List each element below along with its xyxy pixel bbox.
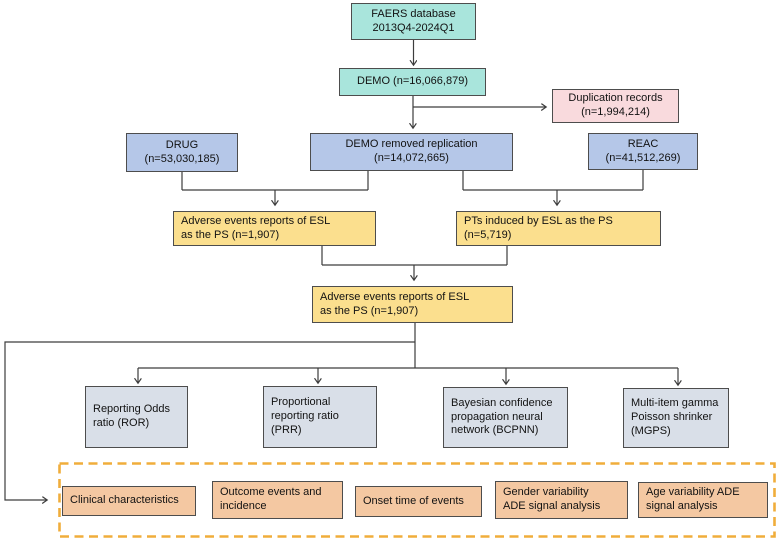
node-bcpnn-label: Bayesian confidence propagation neural n… [451, 396, 553, 437]
node-adverse-events-esl-ps-combined: Adverse events reports of ESL as the PS … [312, 286, 513, 323]
node-onset-time: Onset time of events [355, 486, 482, 517]
node-duplication-records: Duplication records (n=1,994,214) [552, 89, 679, 123]
node-pts-induced-esl: PTs induced by ESL as the PS (n=5,719) [456, 211, 661, 246]
node-prr-label: Proportional reporting ratio (PRR) [271, 396, 339, 436]
node-bcpnn: Bayesian confidence propagation neural n… [443, 387, 568, 448]
node-clinical-characteristics: Clinical characteristics [62, 486, 196, 516]
node-demo-removed-label: DEMO removed replication (n=14,072,665) [345, 138, 478, 164]
node-outcome-events: Outcome events and incidence [212, 481, 343, 519]
node-faers-label: FAERS database 2013Q4-2024Q1 [371, 7, 456, 34]
node-clinical-label: Clinical characteristics [70, 494, 179, 507]
node-adverse-events-esl-ps: Adverse events reports of ESL as the PS … [173, 211, 376, 246]
node-reac: REAC (n=41,512,269) [588, 133, 698, 170]
node-duplication-label: Duplication records (n=1,994,214) [568, 92, 663, 118]
connector-merge-left [181, 171, 369, 191]
node-ae-left-label: Adverse events reports of ESL as the PS … [181, 214, 331, 241]
connector-merge-yellow [321, 246, 508, 266]
node-ror: Reporting Odds ratio (ROR) [85, 386, 188, 448]
node-demo: DEMO (n=16,066,879) [339, 68, 486, 96]
node-age-variability: Age variability ADE signal analysis [638, 482, 768, 518]
node-mgps: Multi-item gamma Poisson shrinker (MGPS) [623, 388, 729, 448]
node-drug: DRUG (n=53,030,185) [126, 133, 238, 172]
analysis-scope-dashed-border [58, 462, 776, 538]
node-demo-removed-replication: DEMO removed replication (n=14,072,665) [310, 133, 513, 171]
node-demo-label: DEMO (n=16,066,879) [357, 75, 468, 88]
node-mgps-label: Multi-item gamma Poisson shrinker (MGPS) [631, 397, 719, 437]
node-faers-database: FAERS database 2013Q4-2024Q1 [351, 3, 476, 40]
connector-merge-right [462, 170, 644, 191]
node-gender-label: Gender variability ADE signal analysis [503, 486, 601, 512]
node-prr: Proportional reporting ratio (PRR) [263, 386, 377, 448]
node-ror-label: Reporting Odds ratio (ROR) [93, 403, 171, 429]
node-pts-label: PTs induced by ESL as the PS (n=5,719) [464, 214, 613, 241]
node-ae-mid-label: Adverse events reports of ESL as the PS … [320, 290, 470, 317]
node-reac-label: REAC (n=41,512,269) [605, 137, 681, 164]
node-age-label: Age variability ADE signal analysis [646, 486, 740, 512]
node-onset-label: Onset time of events [363, 494, 464, 507]
node-gender-variability: Gender variability ADE signal analysis [495, 481, 628, 519]
node-drug-label: DRUG (n=53,030,185) [144, 138, 220, 165]
connector-to-dashed-scope [4, 341, 415, 500]
node-outcome-label: Outcome events and incidence [220, 486, 322, 512]
